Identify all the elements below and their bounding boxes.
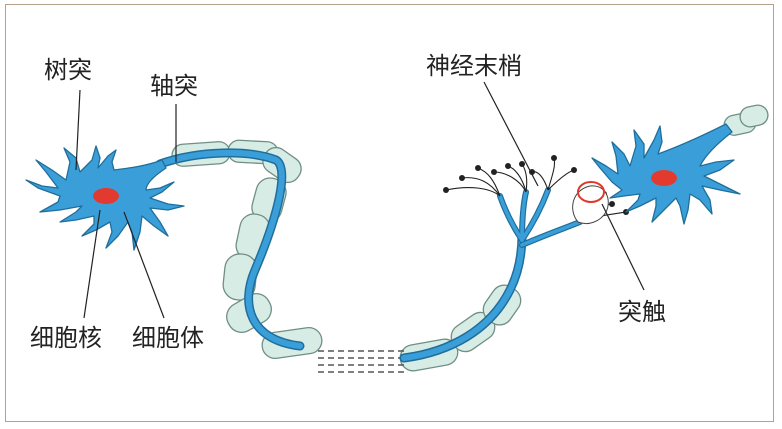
- label-dendrite: 树突: [44, 58, 92, 82]
- label-cell-body: 细胞体: [132, 326, 204, 350]
- label-nucleus: 细胞核: [30, 326, 102, 350]
- label-synapse: 突触: [618, 300, 666, 324]
- label-nerve-terminal: 神经末梢: [426, 54, 522, 78]
- axon-break: [318, 351, 404, 372]
- left-nucleus: [93, 188, 119, 204]
- axon-branches: [500, 190, 580, 245]
- label-axon: 轴突: [150, 74, 198, 98]
- right-nucleus: [651, 170, 677, 186]
- leader-lines: [76, 82, 644, 318]
